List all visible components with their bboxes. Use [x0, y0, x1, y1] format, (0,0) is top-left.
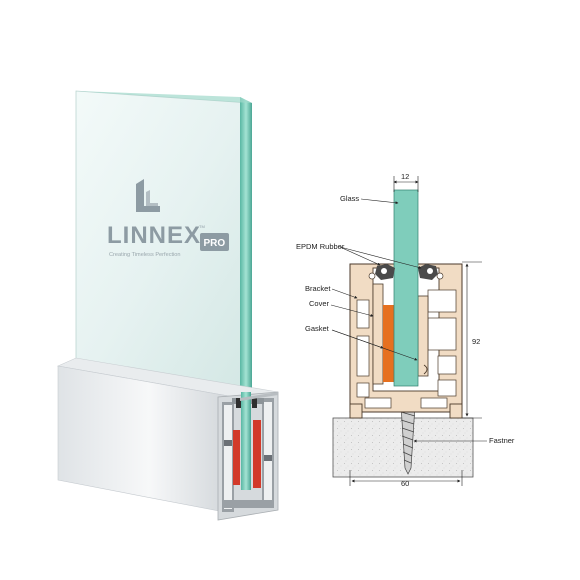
- label-bracket: Bracket: [305, 284, 331, 293]
- cover-piece: [372, 283, 384, 385]
- callout-bracket: Bracket: [305, 284, 358, 299]
- label-fastener: Fastner: [489, 436, 515, 445]
- glass-edge: [240, 97, 252, 392]
- callout-cover: Cover: [309, 299, 374, 317]
- logo-icon: [136, 179, 160, 212]
- label-glass: Glass: [340, 194, 359, 203]
- dimension-glass-thickness: 12: [393, 172, 419, 192]
- callout-fastener: Fastner: [413, 436, 515, 445]
- gasket: [383, 305, 394, 382]
- height-value: 92: [472, 337, 480, 346]
- brand-logo: LINNEX TM PRO Creating Timeless Perfecti…: [107, 179, 229, 258]
- pro-badge: [200, 233, 229, 251]
- cross-section-diagram: 12 92 60 Glass EPDM Rubber Bracket: [296, 172, 515, 488]
- label-epdm-rubber: EPDM Rubber: [296, 242, 345, 251]
- trademark-mark: TM: [199, 224, 205, 229]
- product-render: LINNEX TM PRO Creating Timeless Perfecti…: [56, 90, 279, 521]
- glass-thickness-value: 12: [401, 172, 409, 181]
- label-gasket: Gasket: [305, 324, 330, 333]
- label-cover: Cover: [309, 299, 330, 308]
- callout-epdm: EPDM Rubber: [296, 242, 422, 269]
- callout-glass: Glass: [340, 194, 399, 205]
- callout-gasket: Gasket: [305, 324, 418, 361]
- width-value: 60: [401, 479, 409, 488]
- glass-section: [393, 189, 419, 387]
- dimension-height: 92: [462, 261, 482, 419]
- dimension-width: 60: [349, 470, 463, 488]
- pro-badge-label: PRO: [204, 238, 226, 249]
- brand-tagline: Creating Timeless Perfection: [109, 252, 181, 258]
- epdm-rubber: [375, 264, 438, 280]
- channel-profile-section: [222, 392, 274, 512]
- brand-name: LINNEX: [107, 222, 201, 249]
